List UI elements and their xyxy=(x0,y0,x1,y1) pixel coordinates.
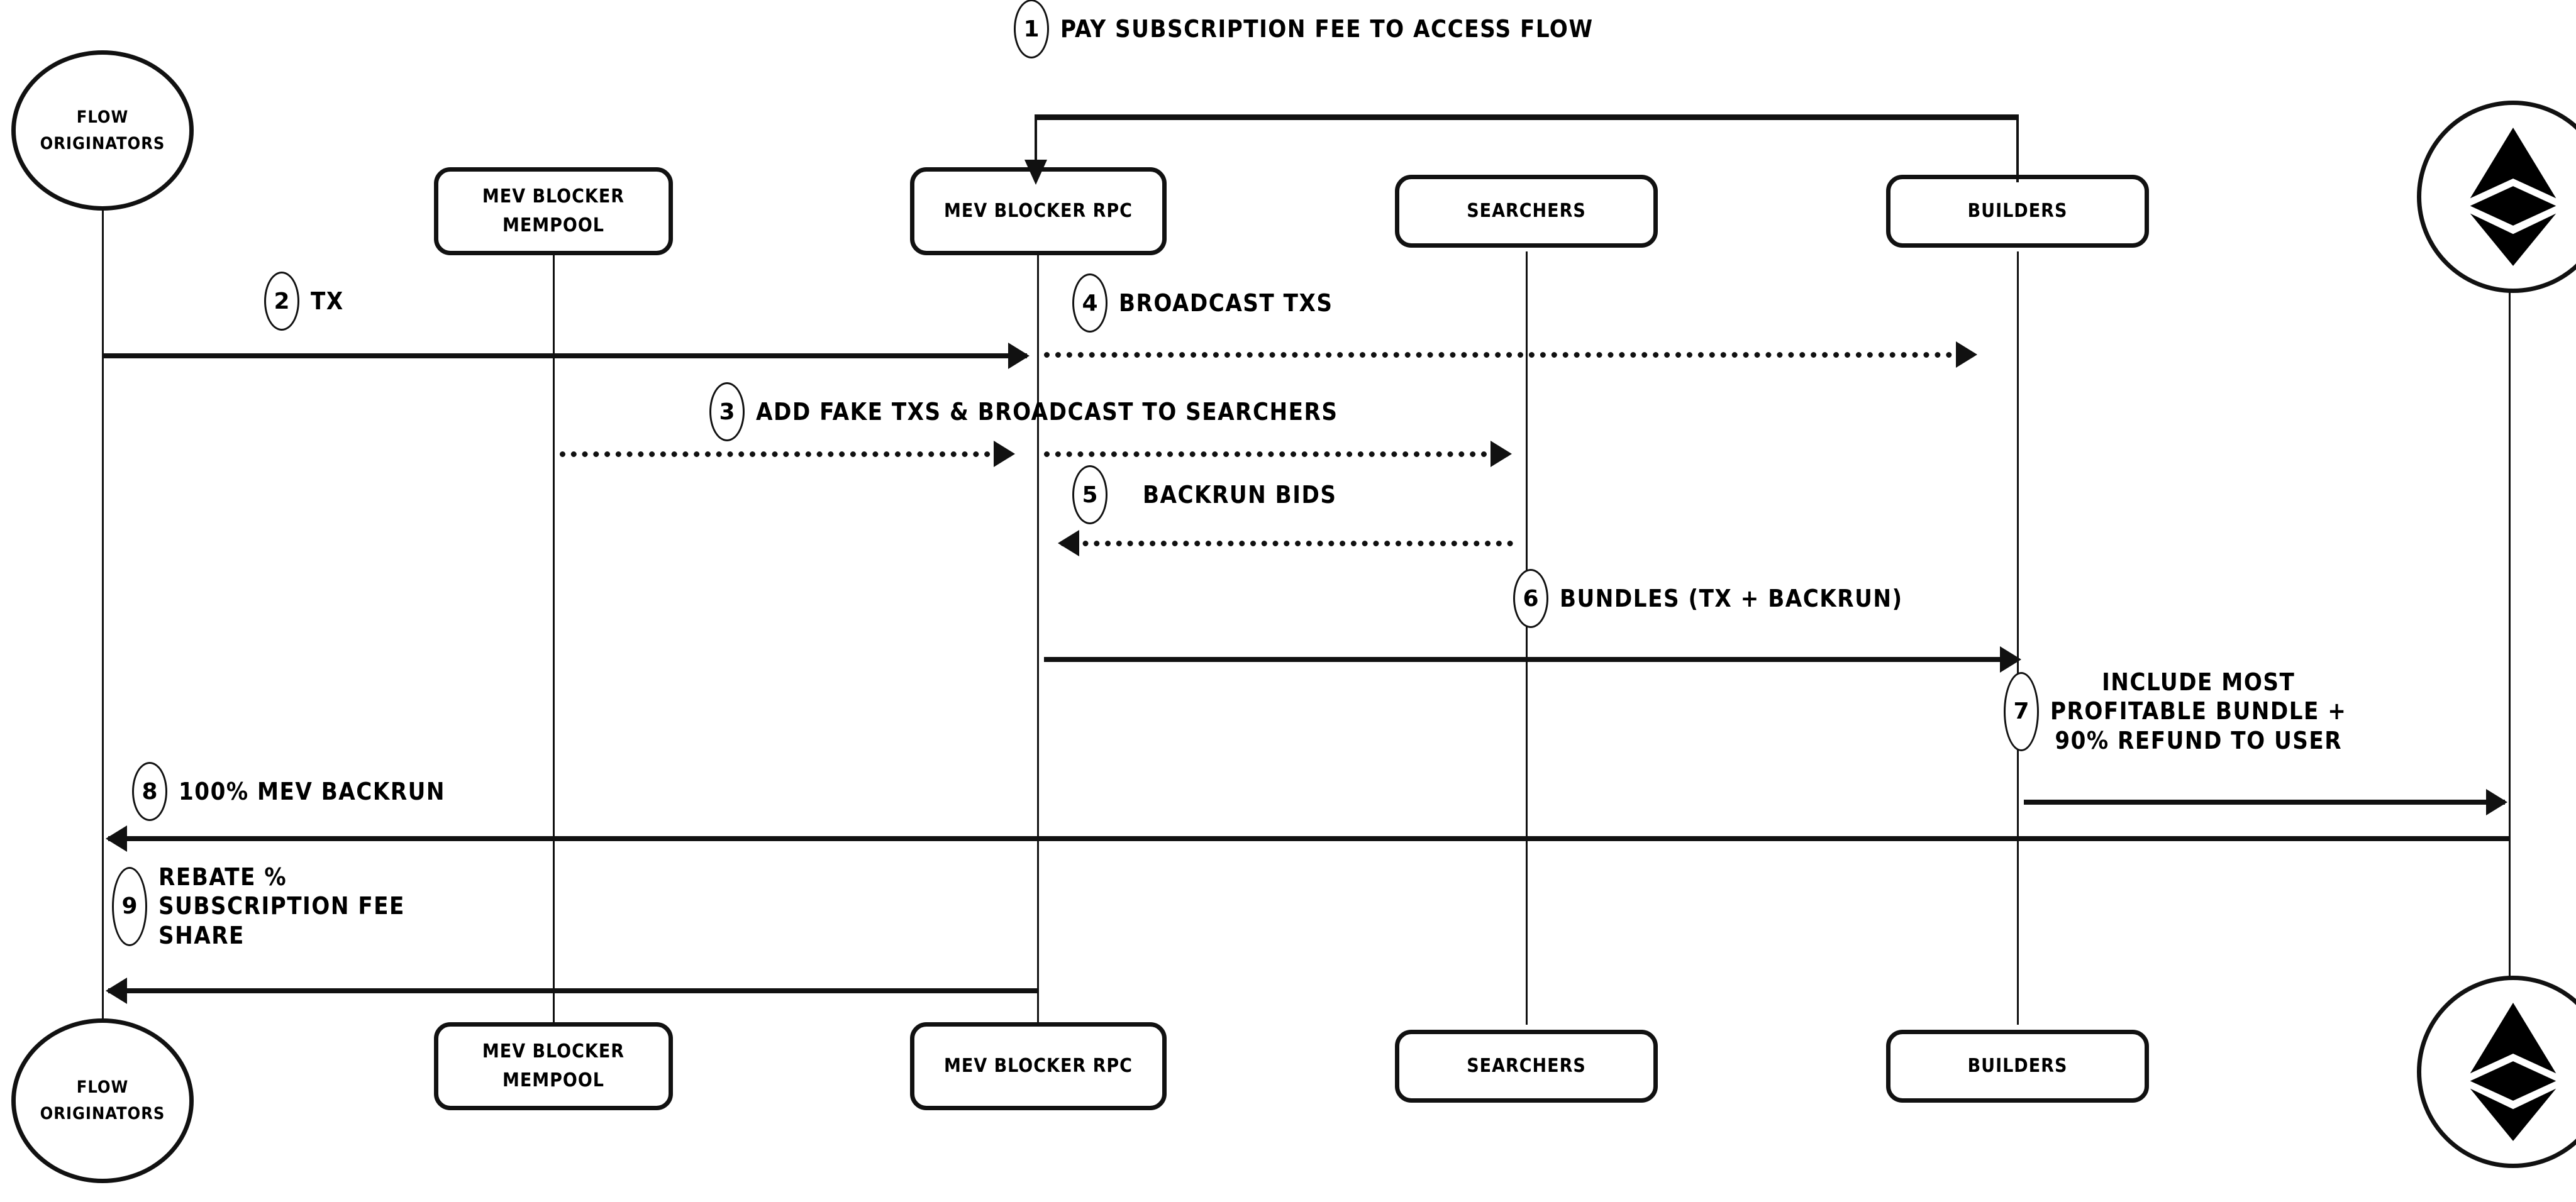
participant-label: BUILDERS xyxy=(1967,199,2068,222)
message-7-label: 7 INCLUDE MOST PROFITABLE BUNDLE + 90% R… xyxy=(2004,668,2346,755)
participant-flow-originators-top[interactable]: FLOW ORIGINATORS xyxy=(11,50,194,211)
step-text: REBATE % SUBSCRIPTION FEE SHARE xyxy=(158,863,405,949)
arrowhead-right-icon xyxy=(994,441,1015,467)
message-8-label: 8 100% MEV BACKRUN xyxy=(132,762,445,821)
participant-label: SEARCHERS xyxy=(1467,1054,1586,1077)
participant-builders-bottom[interactable]: BUILDERS xyxy=(1886,1030,2149,1103)
message-4-label: 4 BROADCAST TXs xyxy=(1072,273,1333,333)
connector-top-segment xyxy=(1035,114,2019,120)
participant-flow-originators-bottom[interactable]: FLOW ORIGINATORS xyxy=(11,1018,194,1183)
step-number-badge: 8 xyxy=(132,762,167,821)
participant-mev-blocker-mempool-top[interactable]: MEV BLOCKER MEMPOOL xyxy=(434,167,673,255)
step-number-badge: 1 xyxy=(1014,0,1049,58)
step-text: BUNDLES (TX + BACKRUN) xyxy=(1560,584,1903,612)
arrow-shaft xyxy=(1044,657,2019,662)
participant-label: SEARCHERS xyxy=(1467,199,1586,222)
lifeline-builders xyxy=(2017,251,2019,1025)
step-text: 100% MEV BACKRUN xyxy=(179,777,446,805)
participant-label: FLOW ORIGINATORS xyxy=(40,107,165,153)
lifeline-ethereum xyxy=(2509,189,2511,993)
arrowhead-left-icon xyxy=(106,978,127,1004)
arrowhead-right-icon xyxy=(1008,343,1030,369)
step-text: ADD FAKE TXs & BROADCAST TO SEARCHERS xyxy=(756,397,1338,426)
participant-ethereum-top[interactable] xyxy=(2417,101,2576,293)
message-5-label: 5 BACKRUN BIDs xyxy=(1072,465,1336,524)
step-text: BACKRUN BIDs xyxy=(1143,480,1337,509)
participant-label: MEV BLOCKER RPC xyxy=(944,199,1133,222)
arrowhead-right-icon xyxy=(2486,789,2507,815)
arrow-shaft xyxy=(2024,800,2505,805)
participant-mev-blocker-mempool-bottom[interactable]: MEV BLOCKER MEMPOOL xyxy=(434,1022,673,1110)
arrow-shaft xyxy=(1044,451,1509,457)
step-number-badge: 7 xyxy=(2004,671,2039,751)
step-number-badge: 2 xyxy=(264,272,299,331)
lifeline-searchers xyxy=(1526,251,1528,1025)
step-number-badge: 5 xyxy=(1072,465,1108,524)
message-2-label: 2 TX xyxy=(264,272,344,331)
arrowhead-right-icon xyxy=(1956,341,1977,368)
participant-label: BUILDERS xyxy=(1967,1054,2068,1077)
step-text: PAY SUBSCRIPTION FEE TO ACCESS FLOW xyxy=(1060,14,1594,43)
message-9-label: 9 REBATE % SUBSCRIPTION FEE SHARE xyxy=(112,863,405,950)
arrowhead-left-icon xyxy=(1058,530,1079,556)
ethereum-logo-icon xyxy=(2470,128,2557,266)
arrowhead-down-icon xyxy=(1024,160,1047,185)
ethereum-logo-icon xyxy=(2470,1003,2557,1141)
arrowhead-left-icon xyxy=(106,825,127,852)
arrow-shaft xyxy=(108,836,2511,841)
participant-label: FLOW ORIGINATORS xyxy=(40,1078,165,1123)
step-text: INCLUDE MOST PROFITABLE BUNDLE + 90% REF… xyxy=(2050,668,2347,754)
lifeline-flow-originators xyxy=(102,156,104,1023)
participant-searchers-bottom[interactable]: SEARCHERS xyxy=(1395,1030,1658,1103)
arrow-shaft xyxy=(103,353,1027,358)
arrow-shaft xyxy=(1060,541,1513,546)
participant-mev-blocker-rpc-bottom[interactable]: MEV BLOCKER RPC xyxy=(910,1022,1167,1110)
connector-right-leg xyxy=(2016,114,2019,182)
arrow-shaft xyxy=(1044,352,1975,358)
lifeline-mev-blocker-mempool xyxy=(553,251,555,1025)
participant-label: MEV BLOCKER MEMPOOL xyxy=(482,185,625,237)
participant-searchers-top[interactable]: SEARCHERS xyxy=(1395,175,1658,248)
arrowhead-right-icon xyxy=(2000,646,2021,673)
step-text: BROADCAST TXs xyxy=(1119,289,1333,317)
arrow-shaft xyxy=(560,451,1013,457)
message-6-label: 6 BUNDLES (TX + BACKRUN) xyxy=(1513,569,1903,628)
connector-left-leg xyxy=(1035,114,1037,160)
lifeline-mev-blocker-rpc xyxy=(1037,251,1039,1025)
arrow-shaft xyxy=(108,988,1039,993)
step-number-badge: 3 xyxy=(709,382,745,441)
message-1-label: 1 PAY SUBSCRIPTION FEE TO ACCESS FLOW xyxy=(1014,0,1594,58)
step-number-badge: 6 xyxy=(1513,569,1548,628)
participant-builders-top[interactable]: BUILDERS xyxy=(1886,175,2149,248)
participant-label: MEV BLOCKER MEMPOOL xyxy=(482,1040,625,1092)
step-number-badge: 9 xyxy=(112,866,147,946)
participant-ethereum-bottom[interactable] xyxy=(2417,976,2576,1168)
message-1-connector xyxy=(1024,114,2019,185)
step-number-badge: 4 xyxy=(1072,273,1108,333)
arrowhead-right-icon xyxy=(1491,441,1512,467)
step-text: TX xyxy=(311,287,344,315)
participant-label: MEV BLOCKER RPC xyxy=(944,1054,1133,1077)
message-3-label: 3 ADD FAKE TXs & BROADCAST TO SEARCHERS xyxy=(709,382,1338,441)
